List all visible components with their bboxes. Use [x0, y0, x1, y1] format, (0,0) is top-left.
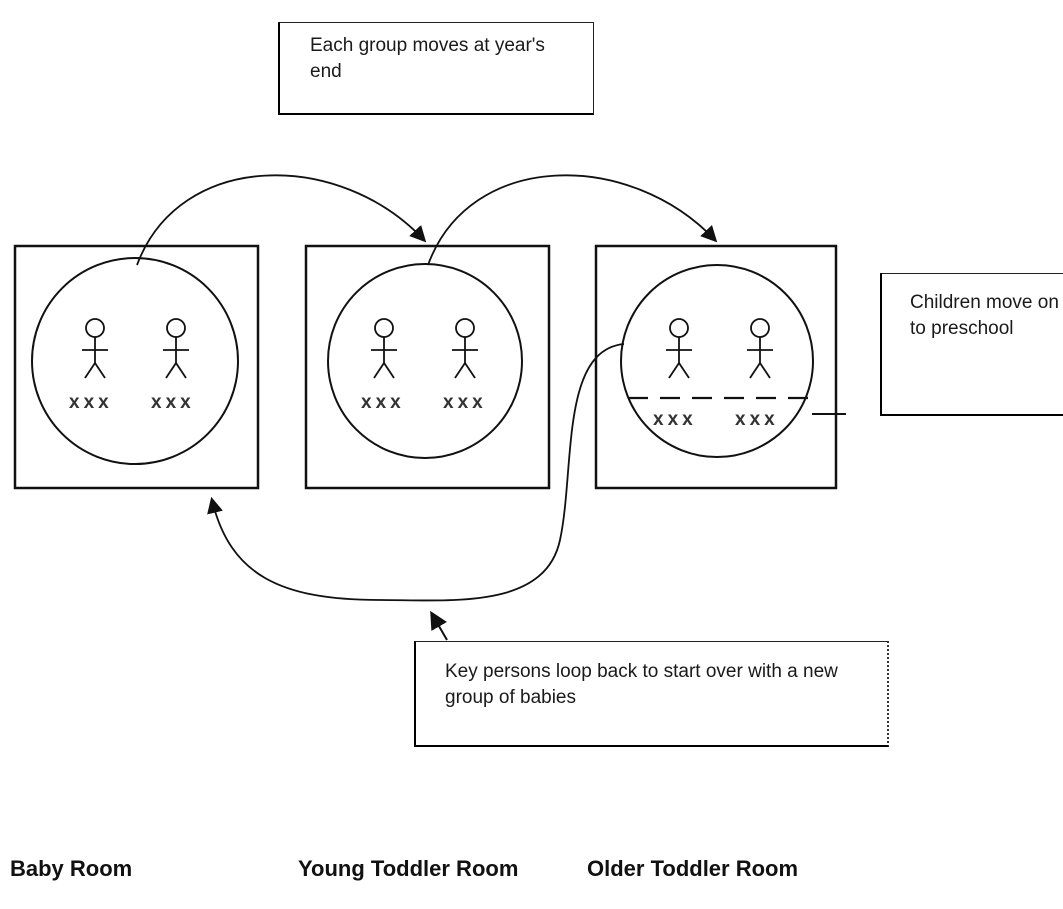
- year-end-callout-text: Each group moves at year's end: [310, 35, 545, 82]
- key-person-figure: [163, 318, 189, 379]
- arrow-baby-to-young: [136, 174, 427, 266]
- child-marks: xxx: [653, 409, 697, 430]
- child-marks: xxx: [443, 392, 487, 413]
- key-person-figure: [666, 318, 692, 379]
- child-marks: xxx: [361, 392, 405, 413]
- baby-room-box: [13, 244, 260, 490]
- key-person-figure: [747, 318, 773, 379]
- key-person-figure: [82, 318, 108, 379]
- key-person-figure: [452, 318, 478, 379]
- child-marks: xxx: [735, 409, 779, 430]
- preschool-callout: Children move on to preschool: [880, 273, 1063, 416]
- older-toddler-group-circle: [620, 264, 814, 458]
- callout-pointer-arrow: [430, 610, 448, 641]
- baby-room-group-circle: [31, 257, 239, 465]
- preschool-callout-text: Children move on to preschool: [910, 292, 1059, 339]
- loop-back-callout: Key persons loop back to start over with…: [414, 641, 889, 747]
- young-toddler-room-label: Young Toddler Room: [298, 856, 519, 881]
- older-toddler-room-box: [594, 244, 838, 490]
- young-toddler-room-box: [304, 244, 551, 490]
- older-toddler-room-label: Older Toddler Room: [587, 856, 799, 881]
- baby-room: xxx xxx: [13, 244, 260, 490]
- arrow-loop-back: [207, 343, 625, 602]
- young-toddler-group-circle: [327, 263, 523, 459]
- year-end-callout: Each group moves at year's end: [278, 22, 594, 115]
- child-marks: xxx: [151, 392, 195, 413]
- baby-room-label: Baby Room: [10, 856, 133, 881]
- child-marks: xxx: [69, 392, 113, 413]
- older-toddler-room: xxx xxx: [594, 244, 838, 490]
- loop-back-callout-text: Key persons loop back to start over with…: [445, 661, 838, 708]
- arrow-young-to-older: [427, 174, 718, 266]
- key-person-figure: [371, 318, 397, 379]
- young-toddler-room: xxx xxx: [304, 244, 551, 490]
